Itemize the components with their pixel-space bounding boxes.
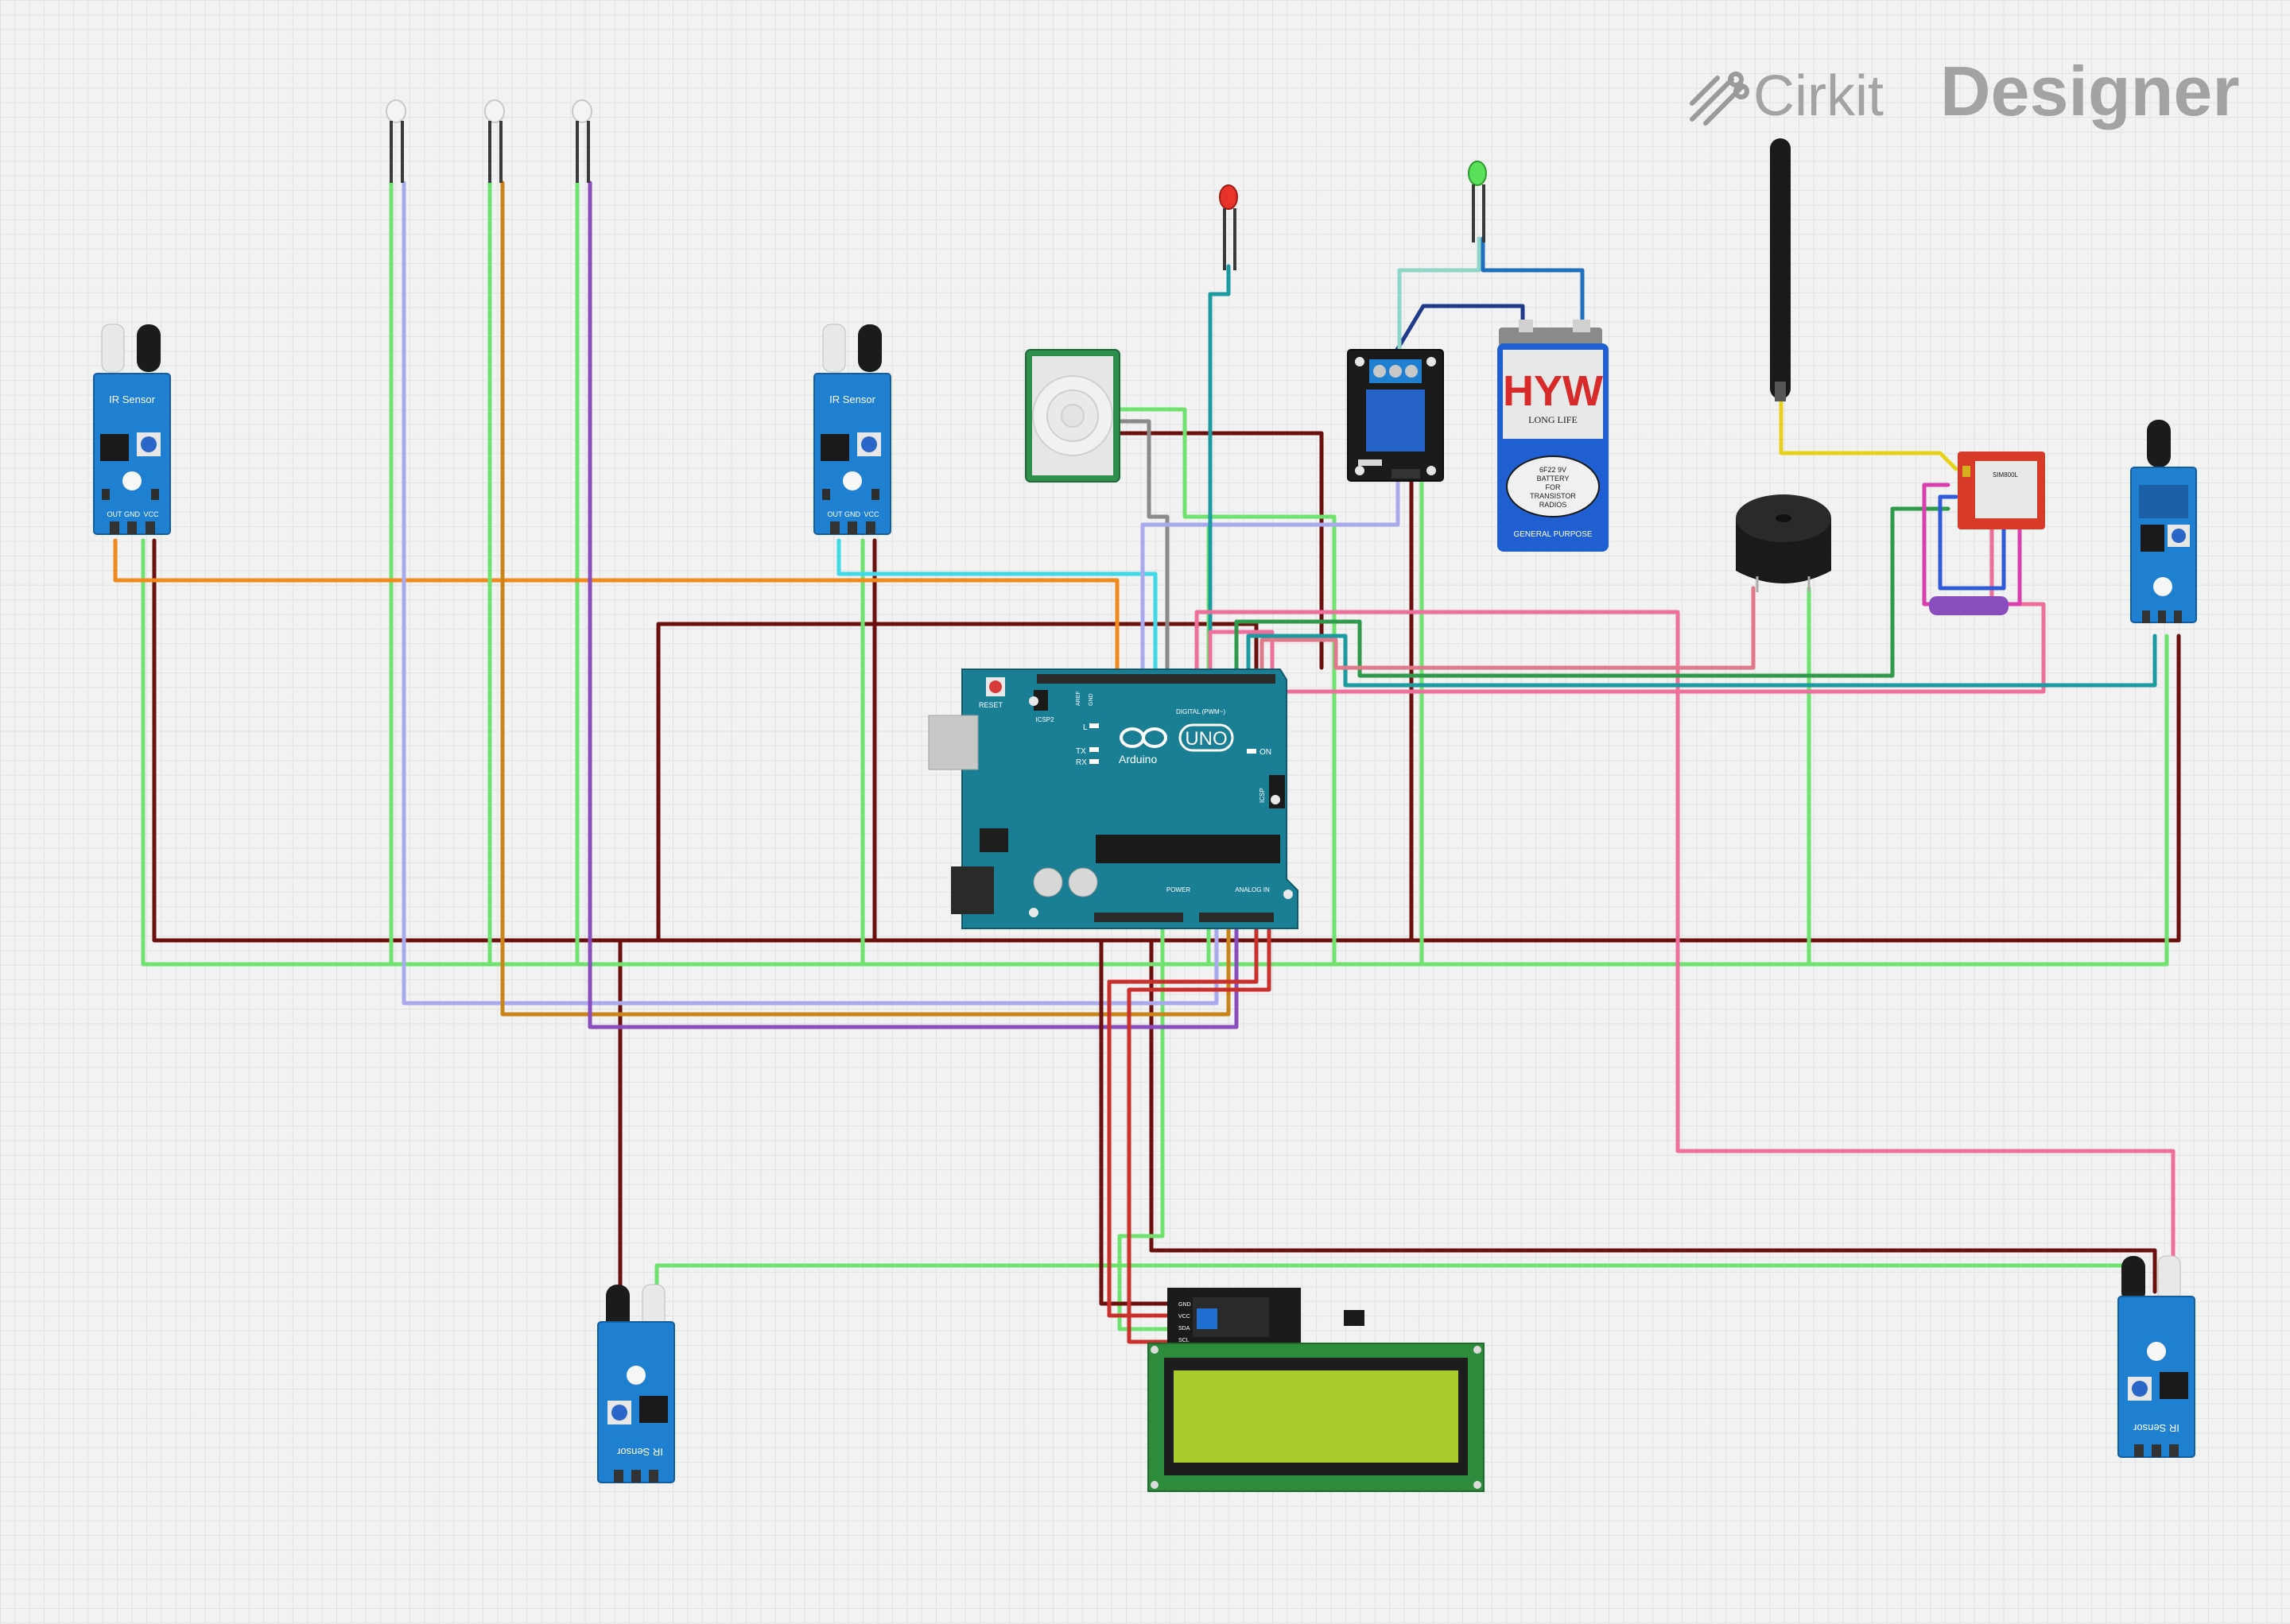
wire-lcd-sda xyxy=(1107,912,1259,1318)
battery-bottom: GENERAL PURPOSE xyxy=(1513,530,1592,539)
ir-sensor-1-pin-vcc: VCC xyxy=(143,510,159,518)
wire-gsm-blue xyxy=(1938,494,2006,591)
ir-sensor-4[interactable] xyxy=(2117,1255,2195,1458)
led-white-2[interactable] xyxy=(484,99,505,183)
arduino-icsp2-label: ICSP2 xyxy=(1035,716,1054,723)
buzzer[interactable] xyxy=(1736,494,1831,592)
arduino-icsp-label: ICSP xyxy=(1259,788,1266,803)
battery-oval-4: TRANSISTOR xyxy=(1530,492,1576,500)
lcd-display[interactable]: GND VCC SDA SCL xyxy=(1147,1288,1485,1492)
ir-sensor-2-title: IR Sensor xyxy=(829,393,875,405)
gsm-module-label: SIM800L xyxy=(1993,471,2019,479)
battery-oval-2: BATTERY xyxy=(1537,475,1570,483)
wire-red-led xyxy=(1208,264,1231,682)
arduino-reset-label: RESET xyxy=(979,701,1003,709)
ir-sensor-4-title: IR Sensor xyxy=(2133,1422,2179,1434)
wire-pir-out xyxy=(1119,419,1170,682)
ir-sensor-1[interactable]: IR Sensor OUT GND VCC xyxy=(93,324,171,535)
wire-gnd-rail xyxy=(152,538,2181,943)
wire-led1-signal xyxy=(402,180,1219,1006)
arduino-model: UNO xyxy=(1185,728,1227,750)
arduino-led-l: L xyxy=(1083,723,1088,732)
wire-gnd-pir xyxy=(1119,431,1324,670)
gsm-antenna[interactable] xyxy=(1770,138,1791,401)
i2c-pin-sda: SDA xyxy=(1178,1326,1190,1331)
led-green[interactable] xyxy=(1468,161,1487,242)
i2c-pin-vcc: VCC xyxy=(1178,1314,1190,1320)
battery-line1: LONG LIFE xyxy=(1528,414,1578,425)
arduino-led-tx: TX xyxy=(1076,747,1086,756)
arduino-brand: Arduino xyxy=(1119,753,1157,765)
gsm-module[interactable]: SIM800L xyxy=(1929,452,2045,615)
battery-oval-1: 6F22 9V xyxy=(1539,466,1566,474)
relay-module[interactable] xyxy=(1347,349,1444,482)
i2c-pin-gnd: GND xyxy=(1178,1302,1191,1308)
ir-sensor-1-title: IR Sensor xyxy=(109,393,155,405)
ir-sensor-2-pin-vcc: VCC xyxy=(864,510,879,518)
ir-sensor-2-pin-out: OUT xyxy=(828,510,844,518)
wire-buzzer xyxy=(1260,586,1756,682)
ir-sensor-2-pin-gnd: GND xyxy=(844,510,861,518)
led-red[interactable] xyxy=(1219,184,1238,270)
led-white-1[interactable] xyxy=(386,99,406,183)
arduino-on-label: ON xyxy=(1260,748,1271,757)
wire-gnd-ir4 xyxy=(1149,938,2157,1294)
ir-sensor-3[interactable] xyxy=(597,1284,675,1483)
ir-sensor-2[interactable]: IR Sensor OUT GND VCC xyxy=(813,324,891,535)
wire-relay-signal xyxy=(1140,467,1400,682)
wire-vcc-rail xyxy=(141,538,2169,967)
wire-led2-signal xyxy=(500,180,1231,1017)
wires xyxy=(113,180,2181,1344)
wire-ir2-out xyxy=(836,538,1158,682)
battery-oval-5: RADIOS xyxy=(1539,501,1567,509)
wire-ir5-out xyxy=(1246,634,2157,688)
wire-ir4-out xyxy=(1194,610,2176,1294)
brand-name-light: Cirkit xyxy=(1753,64,1884,128)
arduino-analog-label: ANALOG IN xyxy=(1235,886,1270,893)
arduino-aref-label: AREF xyxy=(1076,691,1081,706)
arduino-digital-label: DIGITAL (PWM~) xyxy=(1176,708,1225,715)
brand-name-bold: Designer xyxy=(1940,52,2240,130)
wire-ir1-out xyxy=(113,538,1120,682)
battery-oval-3: FOR xyxy=(1546,483,1561,491)
cirkit-logo-icon xyxy=(1690,72,1749,126)
battery-9v[interactable]: HYW LONG LIFE 6F22 9V BATTERY FOR TRANSI… xyxy=(1497,320,1609,552)
wire-led3-signal xyxy=(588,180,1239,1029)
wire-gsm-green xyxy=(1234,506,1950,682)
wire-lcd-gnd xyxy=(1099,938,1171,1306)
ir-sensor-5[interactable] xyxy=(2130,420,2197,623)
arduino-gnd-label: GND xyxy=(1089,693,1094,706)
pir-sensor[interactable] xyxy=(1025,349,1120,483)
wire-lcd-scl xyxy=(1127,912,1271,1344)
brand-logo: Cirkit Designer xyxy=(1690,52,2240,130)
ir-sensor-1-pin-out: OUT xyxy=(107,510,123,518)
wire-antenna xyxy=(1779,395,1958,471)
arduino-power-label: POWER xyxy=(1166,886,1190,893)
wire-vcc-ir3 xyxy=(654,1263,2145,1310)
battery-brand: HYW xyxy=(1503,367,1603,415)
arduino-uno[interactable]: RESET ICSP2 L TX RX Arduino UNO ON ICSP … xyxy=(928,669,1298,929)
wire-battery-led xyxy=(1481,236,1585,336)
arduino-led-rx: RX xyxy=(1076,758,1087,767)
wire-gsm-magenta xyxy=(1922,483,2022,607)
wire-relay-green-led xyxy=(1397,236,1481,368)
wire-gnd-top xyxy=(656,622,1259,943)
wire-vcc-lcd xyxy=(1117,912,1171,1331)
ir-sensor-1-pin-gnd: GND xyxy=(124,510,141,518)
arduino-infinity-icon xyxy=(1120,727,1167,748)
led-white-3[interactable] xyxy=(572,99,592,183)
ir-sensor-3-title: IR Sensor xyxy=(616,1446,662,1458)
i2c-pin-scl: SCL xyxy=(1178,1338,1190,1343)
